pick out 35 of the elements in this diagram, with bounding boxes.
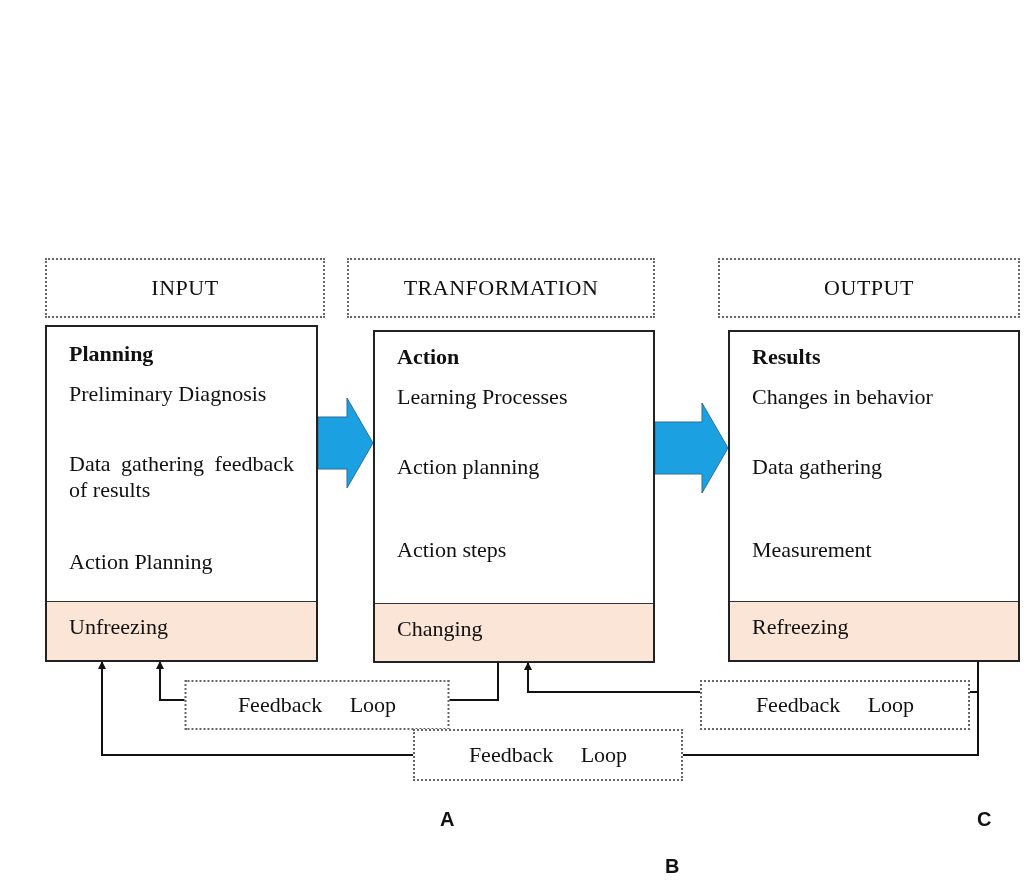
panel-letter: C [977,808,992,831]
header-text: OUTPUT [824,275,914,301]
phase-band [47,601,316,660]
stage-item: Measurement [752,537,873,563]
stage-item: Action steps [397,537,508,563]
phase-text: Changing [397,616,483,642]
stage-title: Planning [69,341,155,367]
stage-title: Action [397,344,461,370]
phase-band [730,601,1018,660]
panel-letter: A [440,808,455,831]
header-box [45,258,325,318]
stage-box [373,330,655,663]
edge-label: Feedback Loop [184,680,450,730]
edge-label: Feedback Loop [700,680,970,730]
header-text: TRANFORMATION [403,275,599,301]
stage-item: Learning Processes [397,384,569,410]
stage-item: Preliminary Diagnosis [69,381,268,407]
header-text: INPUT [151,275,219,301]
stage-box [45,325,318,662]
stage-item: Action Planning [69,549,214,575]
stage-item: Changes in behavior [752,384,934,410]
phase-text: Unfreezing [69,614,168,640]
stage-item: Data gathering feedback of results [69,451,294,503]
phase-band [375,603,653,661]
block-arrow [654,402,729,494]
edge-label: Feedback Loop [413,729,683,781]
header-box [718,258,1020,318]
block-arrow [317,397,374,489]
stage-item: Data gathering [752,454,884,480]
stage-title: Results [752,344,822,370]
stage-item: Action planning [397,454,541,480]
stage-box [728,330,1020,662]
header-box [347,258,655,318]
panel-letter: B [665,855,680,878]
phase-text: Refreezing [752,614,849,640]
